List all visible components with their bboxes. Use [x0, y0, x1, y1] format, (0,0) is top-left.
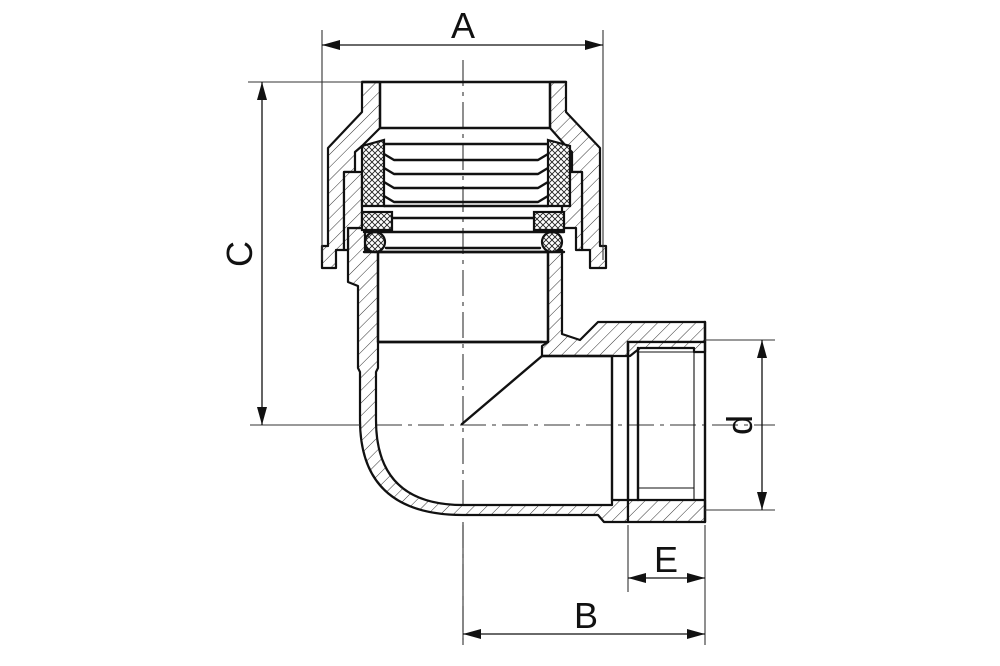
dimension-label-c: C: [219, 241, 260, 267]
dimension-label-a: A: [451, 5, 475, 46]
seals: [360, 210, 566, 254]
nut-left-wall: [320, 80, 382, 270]
clamp-ring-left: [360, 138, 386, 208]
flow-channel-diagonal: [460, 354, 544, 426]
clamp-ring: [360, 138, 572, 208]
o-ring-groove: [362, 230, 566, 254]
clamp-teeth: [382, 142, 550, 208]
dimension-E: E: [628, 539, 705, 583]
dimension-label-d: d: [719, 415, 760, 435]
extension-lines: [248, 30, 775, 645]
seal-washer-right: [532, 210, 566, 232]
dimension-C: C: [219, 82, 267, 425]
o-ring-right: [540, 230, 564, 254]
elbow-body: [346, 226, 707, 524]
dimension-B: B: [463, 595, 705, 639]
dimension-label-b: B: [574, 595, 598, 636]
flow-channel-edge: [376, 340, 630, 502]
elbow-inner-wall: [540, 248, 707, 358]
dimension-label-e: E: [654, 539, 678, 580]
clamp-ring-right: [546, 138, 572, 208]
dimension-A: A: [322, 5, 603, 50]
dimension-d: d: [719, 340, 767, 510]
nut-top-outline: [360, 80, 568, 130]
socket-wall-bottom: [626, 498, 707, 524]
elbow-outer-wall: [346, 226, 630, 524]
seal-washer-left: [360, 210, 394, 232]
o-ring-left: [363, 230, 387, 254]
socket-thread: [636, 320, 707, 524]
